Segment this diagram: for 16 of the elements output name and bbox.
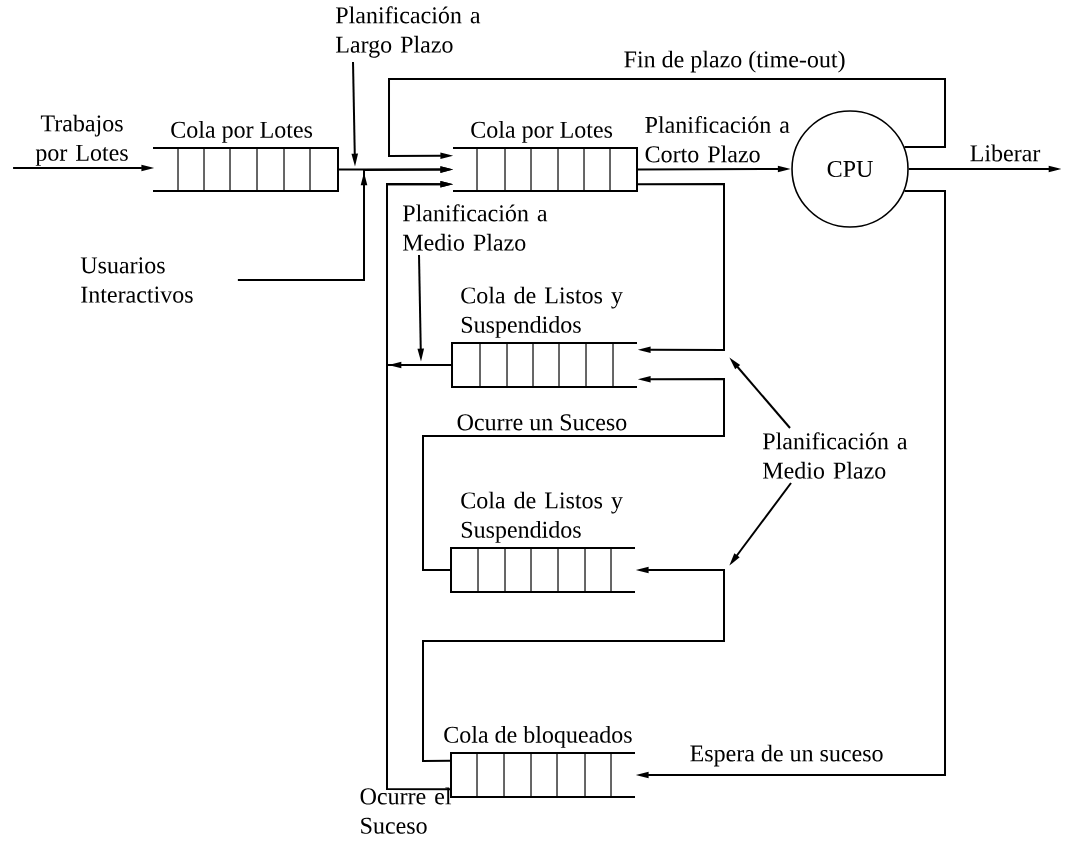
queue: Cola por Lotes xyxy=(152,120,339,192)
queue: Cola de Listos y Suspendidos xyxy=(450,491,636,593)
edge-label: Planificación a Corto Plazo xyxy=(645,115,790,163)
edge-label: Ocurre un Suceso xyxy=(457,414,627,431)
text-label: Planificación a Medio Plazo xyxy=(402,204,548,251)
arrow xyxy=(636,183,725,354)
edge-label: Espera de un suceso xyxy=(690,744,883,767)
edge-label: Fin de plazo (time-out) xyxy=(624,50,845,73)
text-label: Planificación a Largo Plazo xyxy=(335,6,481,58)
text-label: Trabajos por Lotes xyxy=(35,114,128,166)
edge-label: Ocurre el Suceso xyxy=(360,787,452,834)
text-label: Planificación a Medio Plazo xyxy=(762,432,908,479)
edge-label: Liberar xyxy=(970,144,1041,162)
queue: Cola por Lotes xyxy=(452,120,638,192)
queue: Cola de Listos y Suspendidos xyxy=(451,286,638,388)
text-label: Usuarios Interactivos xyxy=(80,257,193,303)
